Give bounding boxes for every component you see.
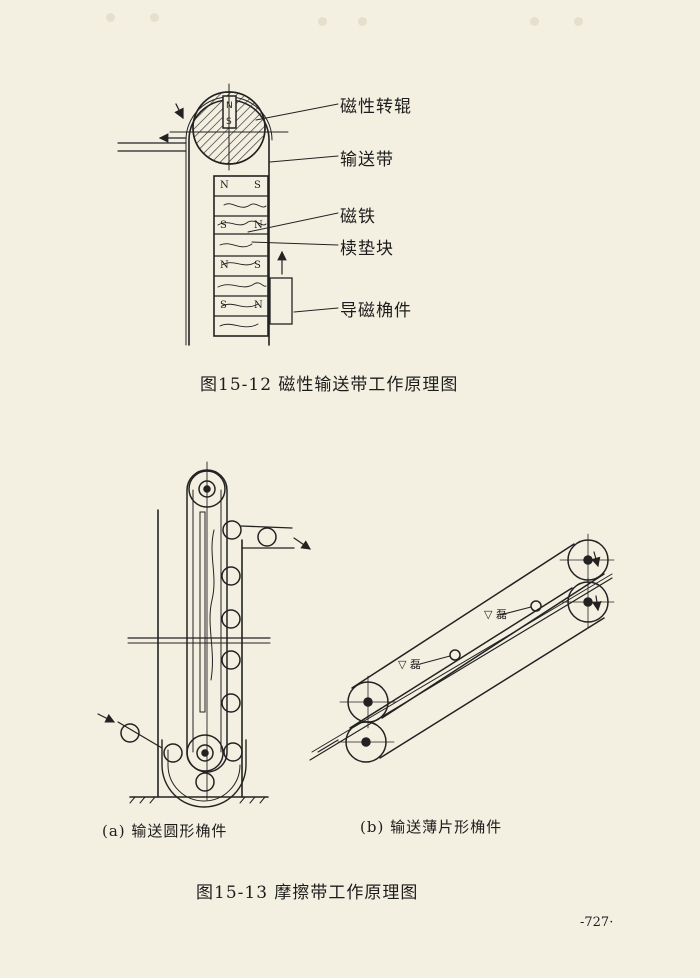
pole-label: N xyxy=(220,180,229,191)
pole-label: N xyxy=(254,220,263,231)
svg-text:▽ 磊: ▽ 磊 xyxy=(484,608,507,621)
binder-hole xyxy=(150,13,159,22)
pole-label: S xyxy=(220,300,227,311)
friction-belt-sheet-figure xyxy=(309,533,615,763)
pole-label: N xyxy=(254,300,263,311)
binder-hole xyxy=(106,13,115,22)
binder-hole xyxy=(530,17,539,26)
label-wood-spacer: 椟垫块 xyxy=(340,239,394,259)
figure-caption: 图15-13 摩擦带工作原理图 xyxy=(196,883,419,903)
binder-hole xyxy=(358,17,367,26)
friction-belt-round-figure xyxy=(97,461,311,808)
subfigure-caption-b: (b) 输送薄片形桷件 xyxy=(360,818,503,836)
svg-text:▽ 磊: ▽ 磊 xyxy=(398,658,421,671)
page-number: -727· xyxy=(580,915,614,930)
figure-caption: 图15-12 磁性输送带工作原理图 xyxy=(200,375,459,395)
pole-label: S xyxy=(254,180,261,191)
binder-hole xyxy=(574,17,583,26)
label-magnetic-roller: 磁性转辊 xyxy=(340,97,412,117)
label-magnet: 磁铁 xyxy=(340,207,376,227)
label-guide-part: 导磁桷件 xyxy=(340,301,412,321)
magnetic-belt-figure: N S xyxy=(117,83,339,346)
pole-label: N xyxy=(220,260,229,271)
subfigure-caption-a: (a) 输送圆形桷件 xyxy=(102,822,228,840)
binder-hole xyxy=(318,17,327,26)
guide-part xyxy=(269,277,293,325)
label-conveyor-belt: 输送带 xyxy=(340,150,394,170)
pole-label: S xyxy=(220,220,227,231)
pole-label: S xyxy=(254,260,261,271)
